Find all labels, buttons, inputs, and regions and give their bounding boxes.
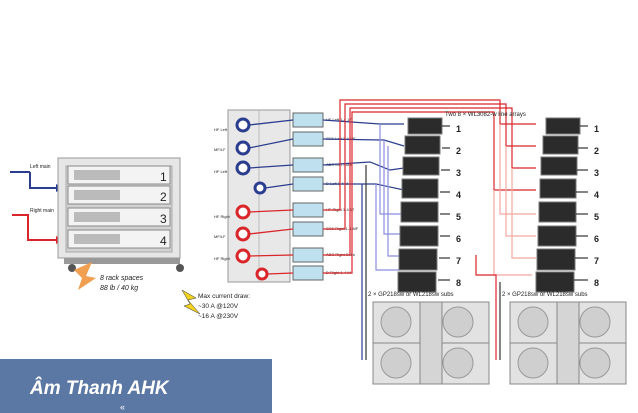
power-line-120v: ~30 A @120V	[198, 303, 239, 310]
subs-left-label: 2 × GP218sw or WL218sw subs	[368, 292, 454, 298]
array-number: 3	[594, 168, 599, 178]
power-spec: Max current draw: ~30 A @120V ~16 A @230…	[181, 289, 250, 320]
array-arrows-left	[438, 125, 450, 281]
rack-weight-text: 88 lb / 40 kg	[100, 285, 138, 292]
connector-label: HF Left 1-4 17	[326, 117, 352, 122]
array-numbers-left: 1 2 3 4 5 6 7 8	[456, 124, 461, 288]
array-number: 3	[456, 168, 461, 178]
array-number: 5	[456, 212, 461, 222]
line-array-left	[397, 117, 443, 293]
array-number: 6	[456, 234, 461, 244]
rack-slot-number: 4	[160, 234, 167, 248]
blue-harness	[322, 119, 405, 360]
red-harness	[323, 99, 536, 360]
array-number: 7	[456, 256, 461, 266]
watermark-banner	[0, 359, 272, 413]
array-arrows-right	[574, 125, 588, 281]
subs-right-label: 2 × GP218sw or WL218sw subs	[502, 292, 588, 298]
connector-block: HF Left 1-4 17	[292, 112, 352, 128]
left-main-input: Left main	[10, 164, 63, 192]
amplifier-unit: 4	[67, 229, 171, 249]
panel-label: MF/LF	[214, 147, 226, 152]
array-number: 4	[456, 190, 461, 200]
array-title: Two 8 × WL3082-w line arrays	[445, 112, 526, 118]
array-numbers-right: 1 2 3 4 5 6 7 8	[594, 124, 599, 288]
subwoofer-stack-right	[509, 301, 627, 385]
connector-block: ABC Left Subs	[292, 157, 352, 173]
rack-specs: 8 rack spaces 88 lb / 40 kg	[74, 262, 144, 292]
watermark-text: Âm Thanh AHK	[30, 378, 169, 399]
connector-label: CC1 Left 1-4 MF	[326, 136, 356, 141]
speakon-blue	[235, 117, 267, 195]
right-main-label: Right main	[30, 208, 54, 214]
panel-label: HF Right	[214, 256, 231, 261]
panel-label: HF Right	[214, 214, 231, 219]
subwoofer-stack-left	[372, 301, 490, 385]
power-line-230v: ~16 A @230V	[198, 313, 239, 320]
panel-wires	[248, 119, 294, 275]
array-number: 7	[594, 256, 599, 266]
array-number: 1	[456, 124, 461, 134]
amp-rack: 1 2 3 4	[57, 157, 184, 272]
rack-slot-number: 2	[160, 190, 167, 204]
array-number: 2	[594, 146, 599, 156]
watermark-sub: «	[120, 402, 126, 412]
right-main-input: Right main	[12, 208, 63, 244]
amplifier-unit: 1	[67, 165, 171, 185]
array-number: 1	[594, 124, 599, 134]
line-array-right	[535, 117, 581, 293]
array-number: 6	[594, 234, 599, 244]
array-number: 4	[594, 190, 599, 200]
amp-rear-panel: HF Left MF/LF HF Left HF Right MF/LF HF …	[214, 109, 291, 283]
left-main-label: Left main	[30, 164, 51, 170]
lightning-icon	[181, 289, 201, 315]
panel-label: HF Left	[214, 127, 228, 132]
rack-slot-number: 3	[160, 212, 167, 226]
array-number: 8	[594, 278, 599, 288]
amplifier-unit: 2	[67, 185, 171, 205]
rack-marker-icon	[74, 262, 96, 290]
rack-spaces-text: 8 rack spaces	[100, 275, 144, 282]
panel-label: HF Left	[214, 169, 228, 174]
rack-slot-number: 1	[160, 170, 167, 184]
amplifier-unit: 3	[67, 207, 171, 227]
array-number: 8	[456, 278, 461, 288]
array-number: 5	[594, 212, 599, 222]
panel-label: MF/LF	[214, 234, 226, 239]
power-title: Max current draw:	[198, 293, 250, 300]
array-number: 2	[456, 146, 461, 156]
